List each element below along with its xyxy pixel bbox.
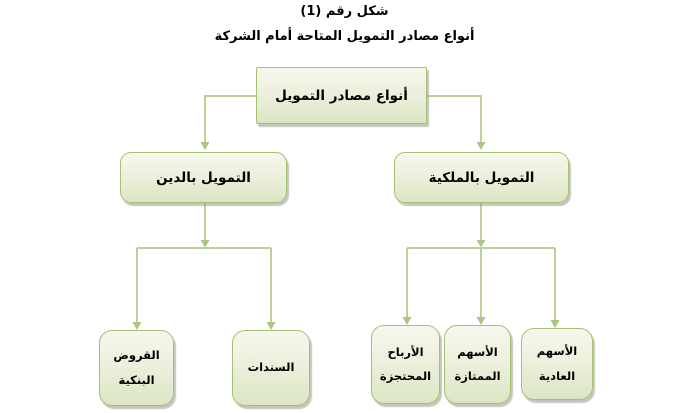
connector-root-to-equity (425, 95, 486, 150)
figure-caption-line1: شكل رقم (1) (300, 4, 389, 19)
node-bank-loans-line2: البنكية (118, 372, 155, 387)
node-preferred-shares-line1: الأسهم (457, 344, 498, 359)
node-preferred-shares: الأسهم الممتازة (444, 325, 511, 404)
node-retained-earnings: الأرباح المحتجزة (371, 325, 440, 404)
node-preferred-shares-line2: الممتازة (454, 369, 501, 383)
connector-equity-to-children (402, 201, 560, 328)
node-common-shares-line2: العادية (538, 368, 576, 383)
figure-caption-line2: أنواع مصادر التمويل المتاحة أمام الشركة (214, 29, 475, 44)
node-financing-sources-root: أنواع مصادر التمويل (256, 67, 427, 124)
node-debt-financing: التمويل بالدين (120, 152, 287, 203)
node-retained-earnings-line2: المحتجزة (379, 369, 432, 383)
node-retained-earnings-line1: الأرباح (387, 344, 424, 359)
connector-debt-to-children (132, 201, 276, 330)
node-bonds-line1: السندات (247, 360, 295, 375)
node-bank-loans: القروض البنكية (99, 330, 174, 406)
node-common-shares: الأسهم العادية (521, 328, 593, 400)
node-common-shares-line1: الأسهم (536, 344, 578, 358)
node-equity-financing: التمويل بالملكية (394, 152, 569, 203)
node-bank-loans-line1: القروض (113, 348, 160, 362)
node-bonds: السندات (232, 330, 310, 406)
connector-root-to-debt (200, 95, 256, 150)
